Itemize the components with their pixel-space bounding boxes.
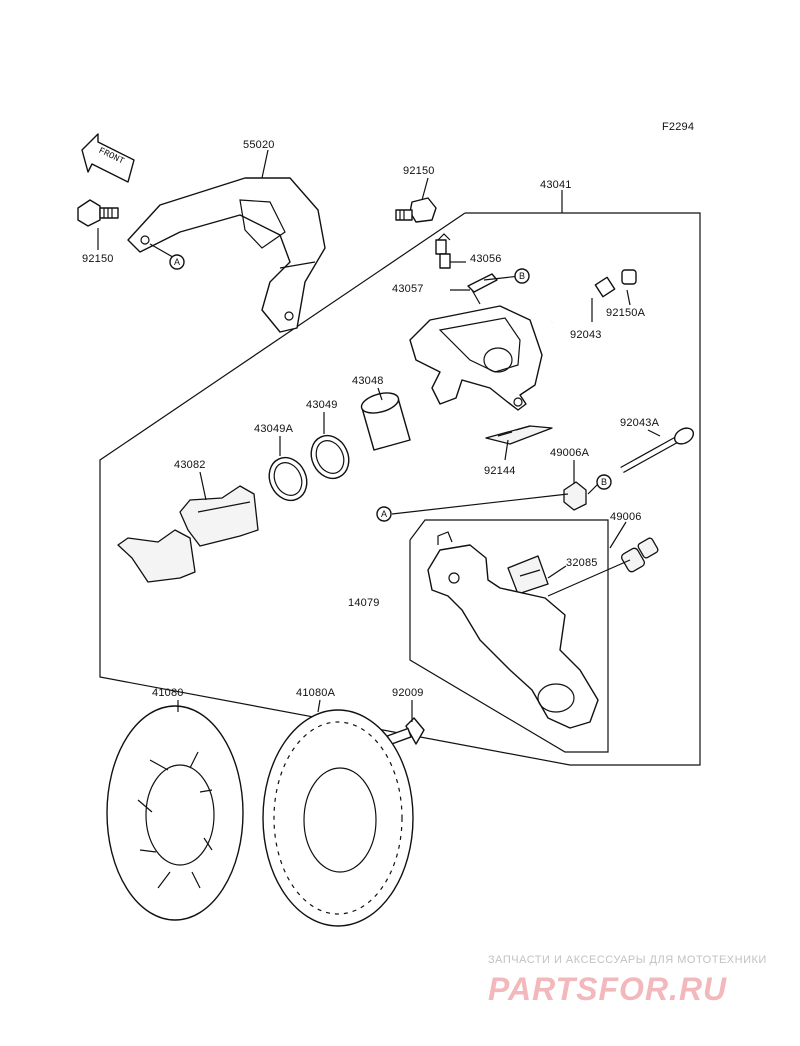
label-43057: 43057 <box>392 283 424 295</box>
label-43041: 43041 <box>540 179 572 191</box>
ref-marker-b-2: B <box>596 474 612 490</box>
label-43056: 43056 <box>470 253 502 265</box>
part-43049A-seal <box>268 456 308 502</box>
ref-marker-a-2: A <box>376 506 392 522</box>
ref-marker-a-1: A <box>169 254 185 270</box>
label-92150-left: 92150 <box>82 253 114 265</box>
svg-text:A: A <box>174 257 180 267</box>
part-92150-bolt-right <box>395 197 437 223</box>
part-92144-spring <box>485 425 553 445</box>
label-92150-right: 92150 <box>403 165 435 177</box>
part-43048-piston <box>360 392 411 451</box>
svg-text:A: A <box>381 509 387 519</box>
watermark: ЗАПЧАСТИ И АКСЕССУАРЫ ДЛЯ МОТОТЕХНИКИ PA… <box>488 954 767 1007</box>
leader-lines <box>97 149 661 722</box>
label-92150A: 92150A <box>606 307 646 319</box>
svg-text:B: B <box>519 271 525 281</box>
label-49006: 49006 <box>610 511 642 523</box>
label-43049: 43049 <box>306 399 338 411</box>
label-41080A: 41080A <box>296 687 336 699</box>
figure-code: F2294 <box>662 121 694 133</box>
label-92144: 92144 <box>484 465 516 477</box>
label-92009: 92009 <box>392 687 424 699</box>
part-92043-pin <box>551 276 616 324</box>
ref-marker-b-1: B <box>514 268 530 284</box>
part-49006A-boot <box>563 481 587 511</box>
label-43049A: 43049A <box>254 423 294 435</box>
label-49006A: 49006A <box>550 447 590 459</box>
label-92043: 92043 <box>570 329 602 341</box>
part-14079-caliper-bracket <box>427 531 599 729</box>
part-43082-brake-pads <box>117 485 259 583</box>
part-92043A-pin <box>620 427 695 474</box>
svg-text:B: B <box>601 477 607 487</box>
part-43041-caliper-body <box>409 305 543 411</box>
label-14079: 14079 <box>348 597 380 609</box>
part-55020-guard <box>127 177 326 333</box>
part-32085-pad-spring <box>507 555 549 595</box>
part-41080-brake-disc <box>106 705 244 921</box>
part-92150A-cap <box>621 269 637 285</box>
assembly-outline-14079 <box>409 519 609 753</box>
part-43057-cap <box>467 273 498 293</box>
part-labels: 55020 92150 43041 92150 43056 43057 9215… <box>82 139 660 699</box>
part-49006-boot <box>621 537 659 573</box>
watermark-tagline: ЗАПЧАСТИ И АКСЕССУАРЫ ДЛЯ МОТОТЕХНИКИ <box>488 954 767 966</box>
label-41080: 41080 <box>152 687 184 699</box>
front-arrow-icon: FRONT <box>81 133 135 183</box>
label-32085: 32085 <box>566 557 598 569</box>
assembly-outline-43041 <box>99 212 701 766</box>
part-41080A-brake-disc <box>262 709 414 927</box>
part-43056-bleeder <box>435 233 451 269</box>
label-43082: 43082 <box>174 459 206 471</box>
part-43049-seal <box>310 434 350 480</box>
label-43048: 43048 <box>352 375 384 387</box>
part-92150-bolt-left <box>77 199 119 227</box>
watermark-brand: PARTSFOR.RU <box>488 971 727 1007</box>
label-55020: 55020 <box>243 139 275 151</box>
label-92043A: 92043A <box>620 417 660 429</box>
